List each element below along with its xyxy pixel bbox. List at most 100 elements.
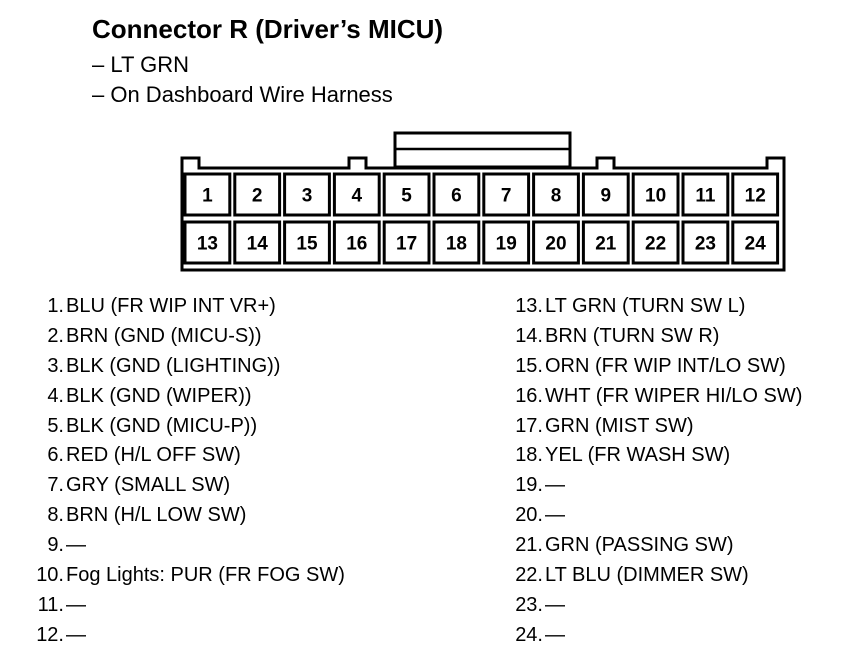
pin-cell (681, 220, 730, 265)
pin-description: — (545, 623, 565, 646)
pin-list-item: 8.BRN (H/L LOW SW) (18, 501, 345, 531)
pin-number: 7. (47, 474, 64, 497)
pin-cell (233, 172, 282, 217)
pin-cell (532, 172, 580, 217)
pin-list-item: 1.BLU (FR WIP INT VR+) (18, 292, 345, 322)
pin-list-item: 3.BLK (GND (LIGHTING)) (18, 352, 345, 382)
pin-number: 21. (515, 534, 543, 557)
pin-cell (332, 220, 381, 265)
pin-list-item: 5.BLK (GND (MICU-P)) (18, 412, 345, 442)
pin-cell-number: 1 (202, 186, 213, 207)
pin-cell-number: 5 (401, 186, 412, 207)
pin-description: — (66, 623, 86, 646)
pin-list-item: 14.BRN (TURN SW R) (497, 322, 802, 352)
pin-number: 2. (47, 324, 64, 347)
pin-cell-number: 19 (496, 234, 517, 255)
pin-cell (532, 220, 580, 265)
pin-list-left: 1.BLU (FR WIP INT VR+)2.BRN (GND (MICU-S… (18, 292, 345, 651)
pin-cell-number: 20 (545, 234, 566, 255)
pin-number: 12. (36, 623, 64, 646)
pin-description: GRN (PASSING SW) (545, 534, 734, 557)
pin-cell (432, 172, 481, 217)
pin-number: 11. (37, 593, 64, 616)
pin-cell-number: 10 (645, 186, 666, 207)
pin-number: 9. (47, 534, 64, 557)
pin-list-item: 23.— (497, 591, 802, 621)
pin-description: YEL (FR WASH SW) (545, 444, 731, 467)
pin-cell-number: 23 (695, 234, 716, 255)
pin-description: ORN (FR WIP INT/LO SW) (545, 354, 786, 377)
pin-list-item: 4.BLK (GND (WIPER)) (18, 382, 345, 412)
pin-description: BLU (FR WIP INT VR+) (66, 295, 276, 317)
connector-location: – On Dashboard Wire Harness (92, 82, 393, 107)
pin-list-item: 13.LT GRN (TURN SW L) (497, 292, 802, 322)
pin-number: 10. (36, 564, 64, 587)
pin-cell-number: 9 (601, 186, 612, 207)
pin-cell-number: 7 (501, 186, 512, 207)
pin-number: 5. (47, 414, 64, 437)
pin-cell-number: 8 (551, 186, 562, 207)
pin-cell-number: 6 (451, 186, 462, 207)
pin-number: 13. (515, 295, 543, 317)
pin-number: 23. (515, 593, 543, 616)
pin-cell (382, 172, 431, 217)
pin-cell (631, 172, 680, 217)
pin-list-item: 20.— (497, 501, 802, 531)
pin-description: — (545, 474, 565, 497)
pin-description: — (545, 504, 565, 527)
pin-description: BLK (GND (MICU-P)) (66, 414, 258, 437)
pin-cell (731, 220, 780, 265)
pin-cell (631, 220, 680, 265)
pin-cell (382, 220, 431, 265)
pin-list-item: 9.— (18, 531, 345, 561)
pin-description: BRN (GND (MICU-S)) (66, 324, 262, 347)
pin-cell (432, 220, 481, 265)
pin-number: 20. (515, 504, 543, 527)
pin-cell (581, 220, 630, 265)
pin-list-item: 11.— (18, 591, 345, 621)
pin-cell (283, 172, 331, 217)
pin-list-item: 10.Fog Lights: PUR (FR FOG SW) (18, 561, 345, 591)
pin-cell-number: 14 (247, 234, 269, 255)
pin-description: BRN (H/L LOW SW) (66, 504, 247, 527)
pin-cell-number: 13 (197, 234, 218, 255)
pin-number: 4. (47, 384, 64, 407)
pin-number: 8. (47, 504, 64, 527)
pin-description: — (66, 593, 86, 616)
pin-description: BLK (GND (WIPER)) (66, 384, 252, 407)
pin-list-item: 6.RED (H/L OFF SW) (18, 441, 345, 471)
pin-list-item: 22.LT BLU (DIMMER SW) (497, 561, 802, 591)
connector-color: – LT GRN (92, 52, 189, 77)
pin-list-item: 18.YEL (FR WASH SW) (497, 441, 802, 471)
pin-cell-number: 3 (302, 186, 313, 207)
pin-cell (681, 172, 730, 217)
page-title: Connector R (Driver’s MICU) (92, 14, 444, 44)
pin-list-item: 21.GRN (PASSING SW) (497, 531, 802, 561)
pin-description: LT GRN (TURN SW L) (545, 295, 746, 317)
pin-list-item: 7.GRY (SMALL SW) (18, 471, 345, 501)
pin-cell (482, 220, 531, 265)
pin-description: GRY (SMALL SW) (66, 474, 231, 497)
pin-list-item: 16.WHT (FR WIPER HI/LO SW) (497, 382, 802, 412)
pin-number: 15. (515, 354, 543, 377)
pin-cell (581, 172, 630, 217)
pin-cell (332, 172, 381, 217)
pin-description: WHT (FR WIPER HI/LO SW) (545, 384, 803, 407)
pin-cell-number: 11 (695, 186, 716, 207)
pin-cell-number: 16 (346, 234, 367, 255)
pin-cell (183, 220, 232, 265)
pin-cell-number: 15 (296, 234, 318, 255)
pin-cell-number: 22 (645, 234, 666, 255)
pin-number: 16. (515, 384, 543, 407)
pin-description: — (545, 593, 565, 616)
pin-cell (283, 220, 331, 265)
pin-description: LT BLU (DIMMER SW) (545, 564, 749, 587)
pin-description: — (66, 534, 86, 557)
pin-cell-number: 21 (595, 234, 617, 255)
pin-list-item: 24.— (497, 621, 802, 651)
pin-cell-number: 2 (252, 186, 263, 207)
pin-description: RED (H/L OFF SW) (66, 444, 241, 467)
